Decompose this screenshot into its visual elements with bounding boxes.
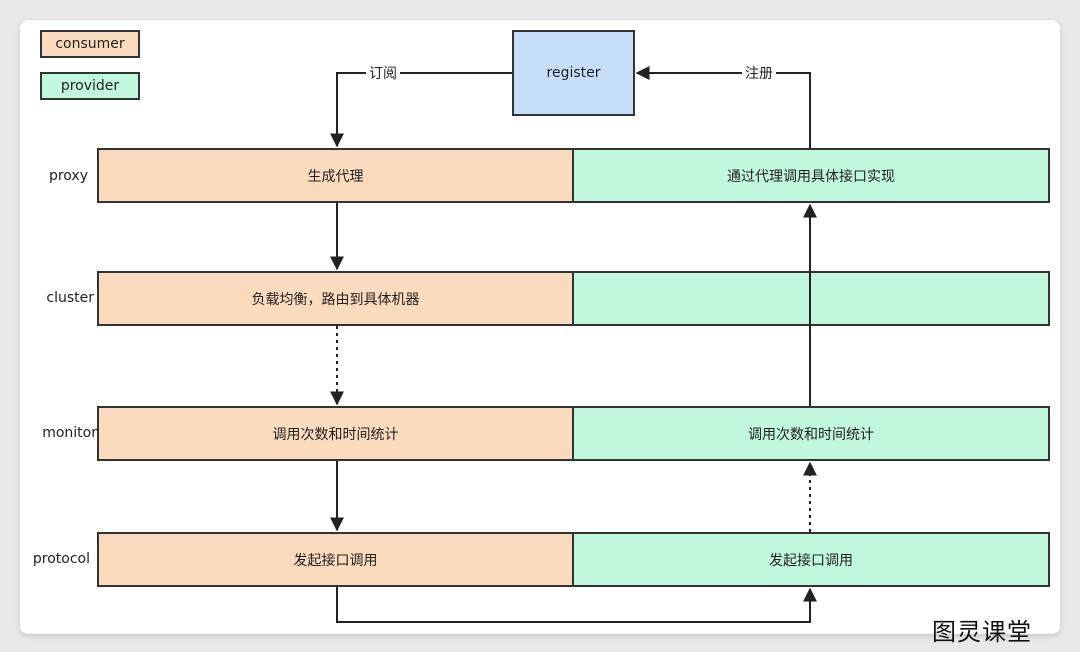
protocol-cross-arrow (336, 587, 817, 623)
protocol-consumer-box: 发起接口调用 (97, 532, 574, 587)
cluster-consumer-box: 负载均衡，路由到具体机器 (97, 271, 574, 326)
monitor-consumer-text: 调用次数和时间统计 (272, 426, 399, 443)
proxy-provider-text: 通过代理调用具体接口实现 (727, 168, 895, 185)
register-label: register (546, 65, 601, 81)
row-label-proxy: proxy (48, 168, 88, 184)
legend-consumer: consumer (40, 30, 140, 58)
monitor-provider-box: 调用次数和时间统计 (572, 406, 1050, 461)
proxy-provider-box: 通过代理调用具体接口实现 (572, 148, 1050, 203)
monitor-consumer-box: 调用次数和时间统计 (97, 406, 574, 461)
diagram-card (20, 20, 1060, 634)
register-node: register (512, 30, 635, 116)
proxy-consumer-box: 生成代理 (97, 148, 574, 203)
row-label-protocol: protocol (32, 551, 90, 567)
register-edge (635, 66, 811, 148)
protocol-provider-text: 发起接口调用 (769, 552, 853, 569)
register-edge-label: 注册 (742, 63, 776, 83)
legend-consumer-label: consumer (55, 36, 125, 52)
legend-provider-label: provider (60, 78, 120, 94)
legend-provider: provider (40, 72, 140, 100)
monitor-provider-text: 调用次数和时间统计 (748, 426, 874, 443)
protocol-provider-box: 发起接口调用 (572, 532, 1050, 587)
subscribe-edge (330, 72, 512, 148)
proxy-consumer-text: 生成代理 (307, 168, 364, 185)
watermark: 图灵课堂 (932, 618, 1032, 646)
row-label-cluster: cluster (46, 290, 94, 306)
subscribe-label: 订阅 (366, 63, 400, 83)
cluster-consumer-text: 负载均衡，路由到具体机器 (251, 291, 420, 308)
protocol-consumer-text: 发起接口调用 (293, 552, 378, 569)
row-label-monitor: monitor (42, 425, 97, 441)
